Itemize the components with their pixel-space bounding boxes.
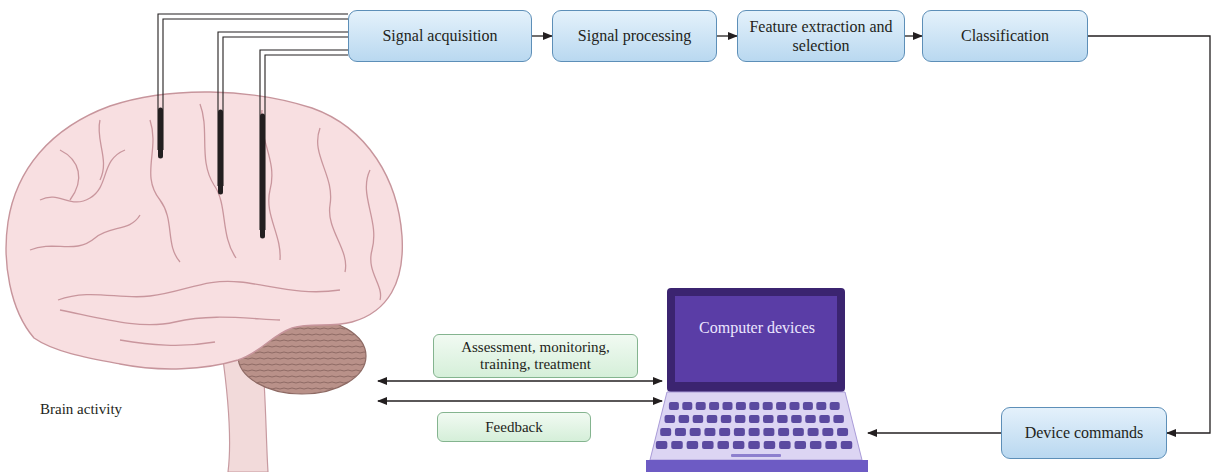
process-box: Signal acquisition [348,10,532,62]
double-arrow [378,380,662,381]
laptop-device: Computer devices [646,288,868,472]
electrode-tips [161,110,263,236]
node-text: Device commands [1025,423,1144,442]
node-text: Computer devices [699,318,815,337]
flow-arrow [1088,36,1210,433]
cerebrum [6,92,402,369]
node-text: Classification [961,26,1049,45]
process-box: Signal processing [552,10,717,62]
flow-arrow [532,35,552,36]
brain-gyri [30,104,381,345]
note-box: Assessment, monitoring, training, treatm… [433,334,638,378]
screen-bezel [667,288,845,392]
node-text: Signal processing [578,26,691,45]
keys [656,402,852,449]
screen [675,296,837,382]
flow-arrow [717,35,737,36]
keyboard-base [650,392,862,460]
double-arrow [378,400,662,401]
process-box: Device commands [1001,407,1167,459]
laptop-outline [646,288,868,472]
electrode-wires [158,14,348,230]
node-text: Feature extraction and selection [746,17,896,55]
flow-arrow [868,432,1001,433]
note-box: Feedback [437,412,591,442]
part-label: Brain activity [40,401,122,418]
node-text: Assessment, monitoring, training, treatm… [442,339,629,373]
flow-arrow [905,35,922,36]
node-text: Signal acquisition [382,26,497,45]
node-text: Feedback [485,419,542,436]
process-box: Classification [922,10,1088,62]
process-box: Feature extraction and selection [737,10,905,62]
laptop-edge [646,460,868,472]
